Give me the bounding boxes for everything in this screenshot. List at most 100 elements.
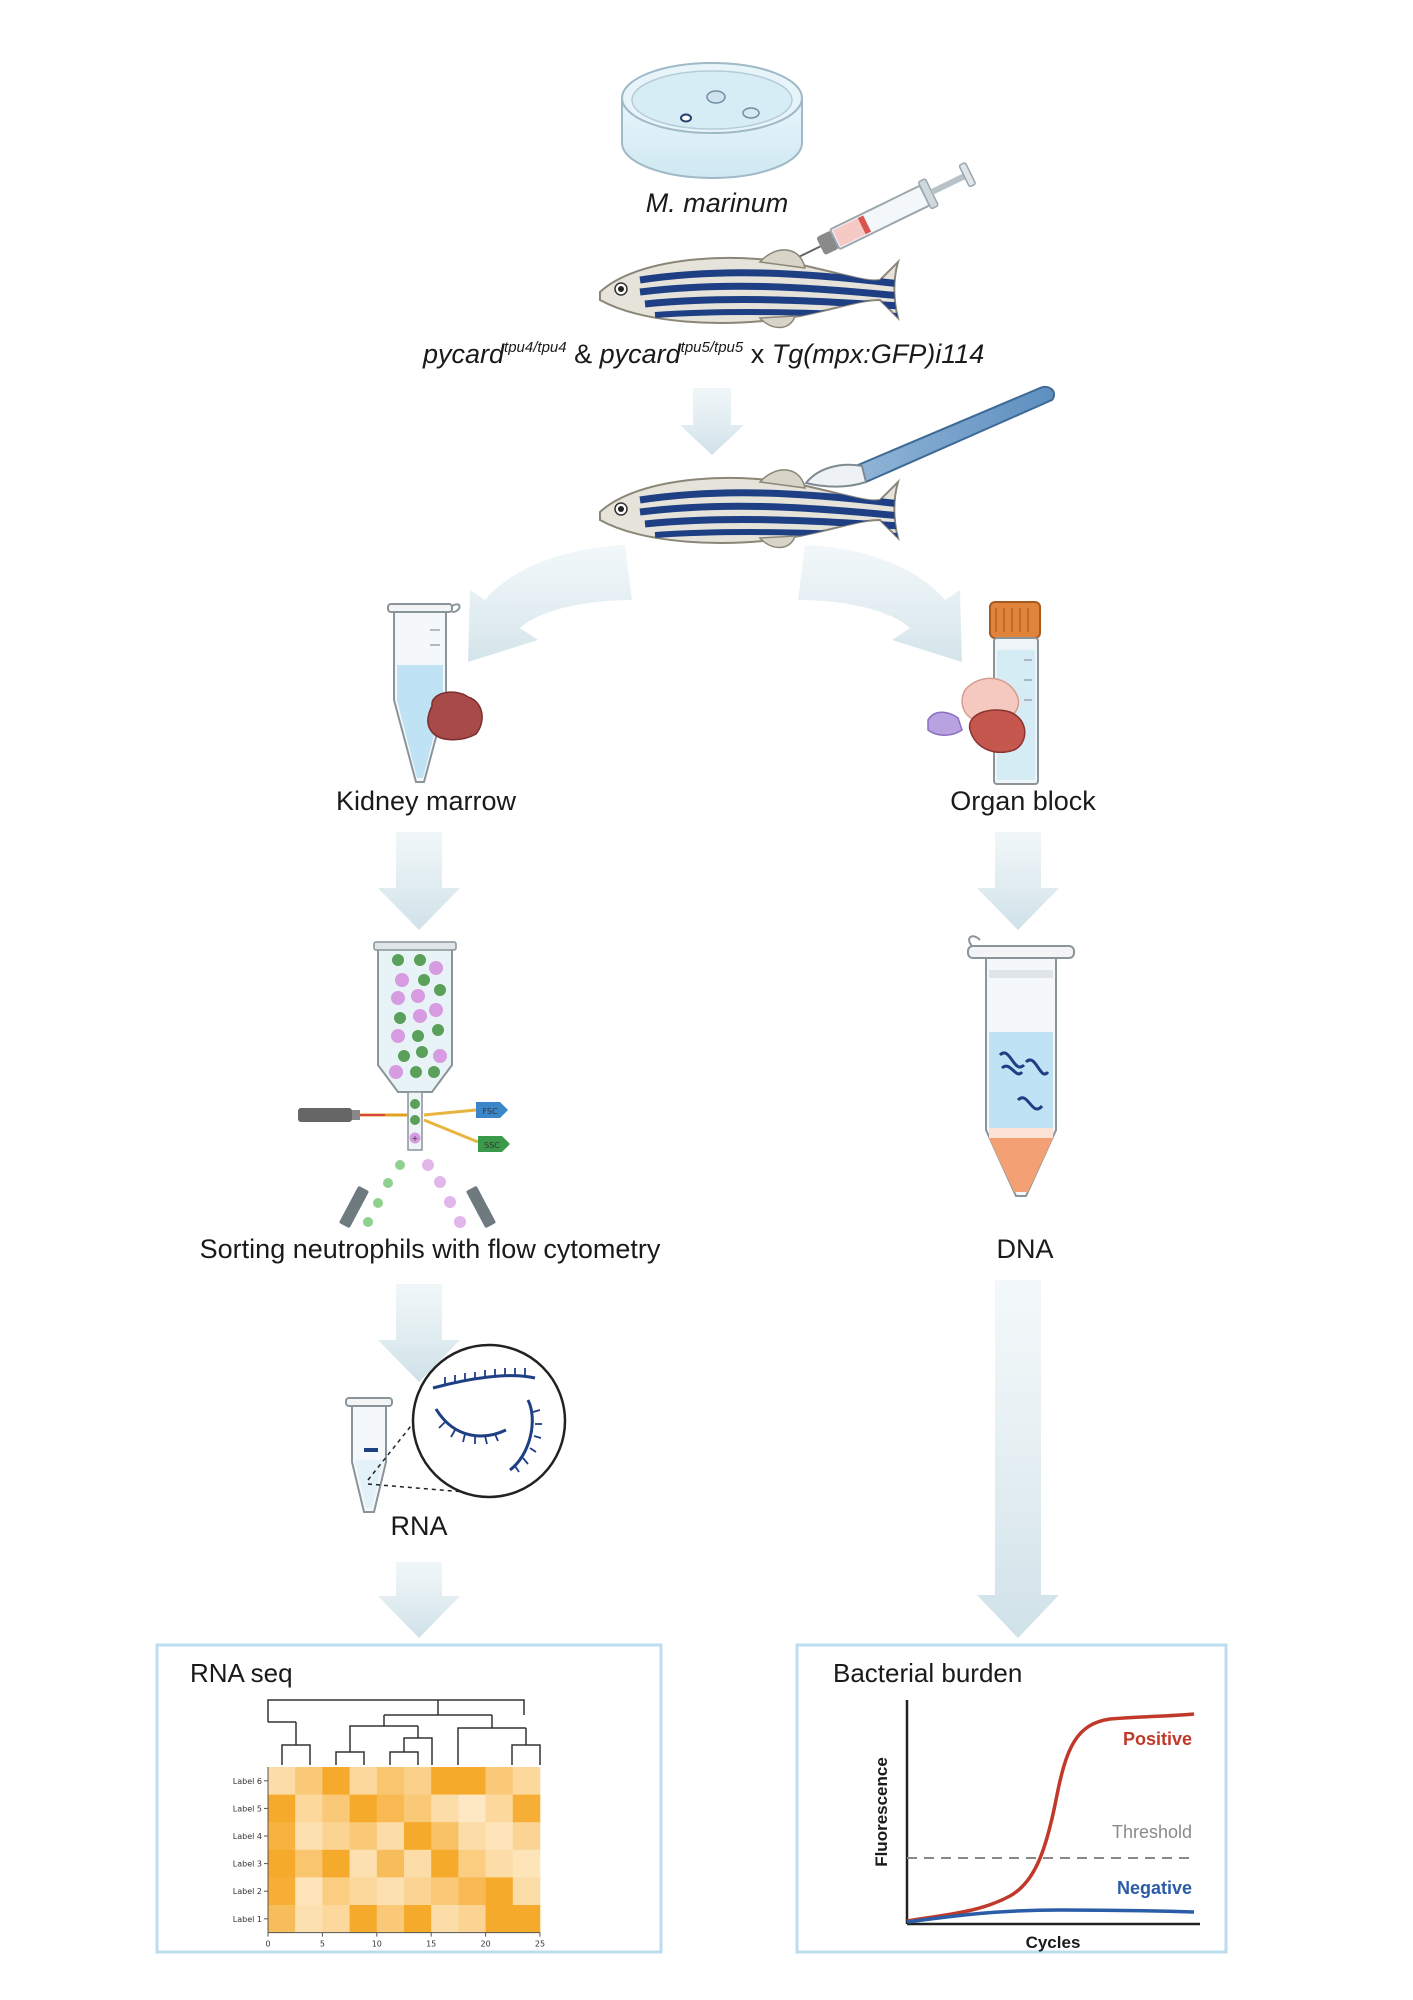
heatmap-row-label: Label 3: [233, 1860, 262, 1869]
kidney-marrow-label: Kidney marrow: [336, 786, 517, 816]
sorted-cell-sign: +: [412, 1134, 419, 1143]
heatmap-cell: [404, 1905, 432, 1933]
heatmap-cell: [431, 1849, 459, 1878]
heatmap-cell: [322, 1905, 350, 1933]
arrow-kidney-to-sorting: [378, 832, 460, 930]
heatmap-x-tick-label: 15: [426, 1940, 436, 1949]
heatmap-cell: [322, 1794, 350, 1823]
flow-arrows: [378, 388, 1059, 1638]
genotype-label: pycardtpu4/tpu4 & pycardtpu5/tpu5 x Tg(m…: [422, 339, 984, 369]
heatmap-cell: [376, 1849, 405, 1878]
heatmap-cell: [376, 1905, 405, 1933]
genotype-1: pycard: [422, 339, 505, 369]
ampersand: &: [567, 339, 600, 369]
kidney-marrow-tube-icon: [387, 603, 483, 783]
heatmap-cell: [431, 1822, 459, 1851]
heatmap-row-label: Label 4: [233, 1832, 262, 1841]
heatmap-cell: [322, 1877, 350, 1906]
heatmap-cell: [268, 1767, 296, 1795]
heatmap-cell: [431, 1794, 459, 1823]
heatmap-cell: [512, 1877, 541, 1906]
heatmap-cell: [349, 1905, 378, 1933]
sorting-label: Sorting neutrophils with flow cytometry: [200, 1234, 661, 1264]
heatmap-x-tick-label: 20: [481, 1940, 491, 1949]
rna-tube-icon: [345, 1397, 393, 1513]
genotype-1-superscript: tpu4/tpu4: [504, 339, 567, 356]
heatmap-cell: [404, 1794, 432, 1823]
heatmap-cell: [349, 1767, 378, 1795]
rna-zoom-icon: [411, 1343, 567, 1499]
heatmap-cell: [268, 1849, 296, 1878]
heatmap-cell: [458, 1849, 486, 1878]
bacterial-burden-panel: Bacterial burden Fluorescence Cycles Thr…: [795, 1643, 1228, 1954]
heatmap-cell: [512, 1905, 541, 1933]
organ-block-icon: [927, 601, 1041, 785]
heatmap-cell: [322, 1849, 350, 1878]
zebrafish-dissection-icon: [599, 469, 900, 549]
heatmap-cell: [295, 1822, 323, 1851]
negative-label: Negative: [1117, 1878, 1192, 1898]
heatmap-cell: [458, 1822, 486, 1851]
heatmap-cell: [431, 1905, 459, 1933]
arrow-to-kidney-marrow: [468, 545, 632, 662]
heatmap-cell: [485, 1822, 514, 1851]
negative-curve: [906, 1908, 1195, 1924]
heatmap-x-tick-label: 10: [372, 1940, 382, 1949]
genotype-2: pycard: [599, 339, 682, 369]
heatmap-cell: [458, 1877, 486, 1906]
heatmap-cell: [485, 1767, 514, 1795]
heatmap-cell: [512, 1794, 541, 1823]
petri-dish-icon: [621, 62, 803, 179]
heatmap-cell: [295, 1849, 323, 1878]
heatmap-x-tick-label: 0: [265, 1940, 270, 1949]
dna-tube-icon: [967, 935, 1075, 1197]
y-axis-label: Fluorescence: [872, 1757, 891, 1867]
heatmap-cell: [295, 1905, 323, 1933]
heatmap-cell: [376, 1767, 405, 1795]
bacteria-label: M. marinum: [646, 188, 789, 218]
transgene: Tg(mpx:GFP)i114: [772, 339, 985, 369]
heatmap-cell: [458, 1905, 486, 1933]
deflection-plates: [339, 1186, 496, 1228]
rna-seq-title: RNA seq: [190, 1658, 293, 1688]
ssc-label: SSC: [484, 1141, 500, 1150]
cross-symbol: x: [743, 339, 772, 369]
cell-cluster: [389, 954, 447, 1079]
heatmap-row-label: Label 2: [233, 1887, 262, 1896]
heatmap-cell: [376, 1794, 405, 1823]
dendrogram: [267, 1699, 541, 1765]
heatmap-cell: [404, 1877, 432, 1906]
heatmap-cell: [485, 1849, 514, 1878]
arrow-organ-to-dna: [977, 832, 1059, 930]
arrow-to-organ-block: [798, 545, 962, 662]
heatmap-cell: [485, 1877, 514, 1906]
dna-label: DNA: [996, 1234, 1053, 1264]
heatmap-cell: [349, 1822, 378, 1851]
heatmap-cell: [376, 1822, 405, 1851]
heatmap-cell: [404, 1767, 432, 1795]
heatmap-cell: [349, 1849, 378, 1878]
heatmap-cell: [512, 1767, 541, 1795]
heatmap-cell: [268, 1822, 296, 1851]
heatmap-cell: [349, 1794, 378, 1823]
scalpel-icon: [804, 386, 1056, 488]
positive-label: Positive: [1123, 1729, 1192, 1749]
ssc-detector: SSC: [478, 1136, 510, 1152]
threshold-label: Threshold: [1112, 1822, 1192, 1842]
heatmap-cell: [485, 1794, 514, 1823]
heatmap-cell: [404, 1822, 432, 1851]
positive-curve: [906, 1712, 1195, 1923]
heatmap-cell: [268, 1905, 296, 1933]
heatmap-cell: [376, 1877, 405, 1906]
heatmap-cell: [268, 1877, 296, 1906]
zebrafish-infected-icon: [599, 249, 900, 329]
heatmap-cell: [322, 1822, 350, 1851]
x-axis-label: Cycles: [1026, 1933, 1081, 1952]
heatmap-cell: [485, 1905, 514, 1933]
bacterial-burden-title: Bacterial burden: [833, 1658, 1022, 1688]
heatmap-cell: [512, 1849, 541, 1878]
